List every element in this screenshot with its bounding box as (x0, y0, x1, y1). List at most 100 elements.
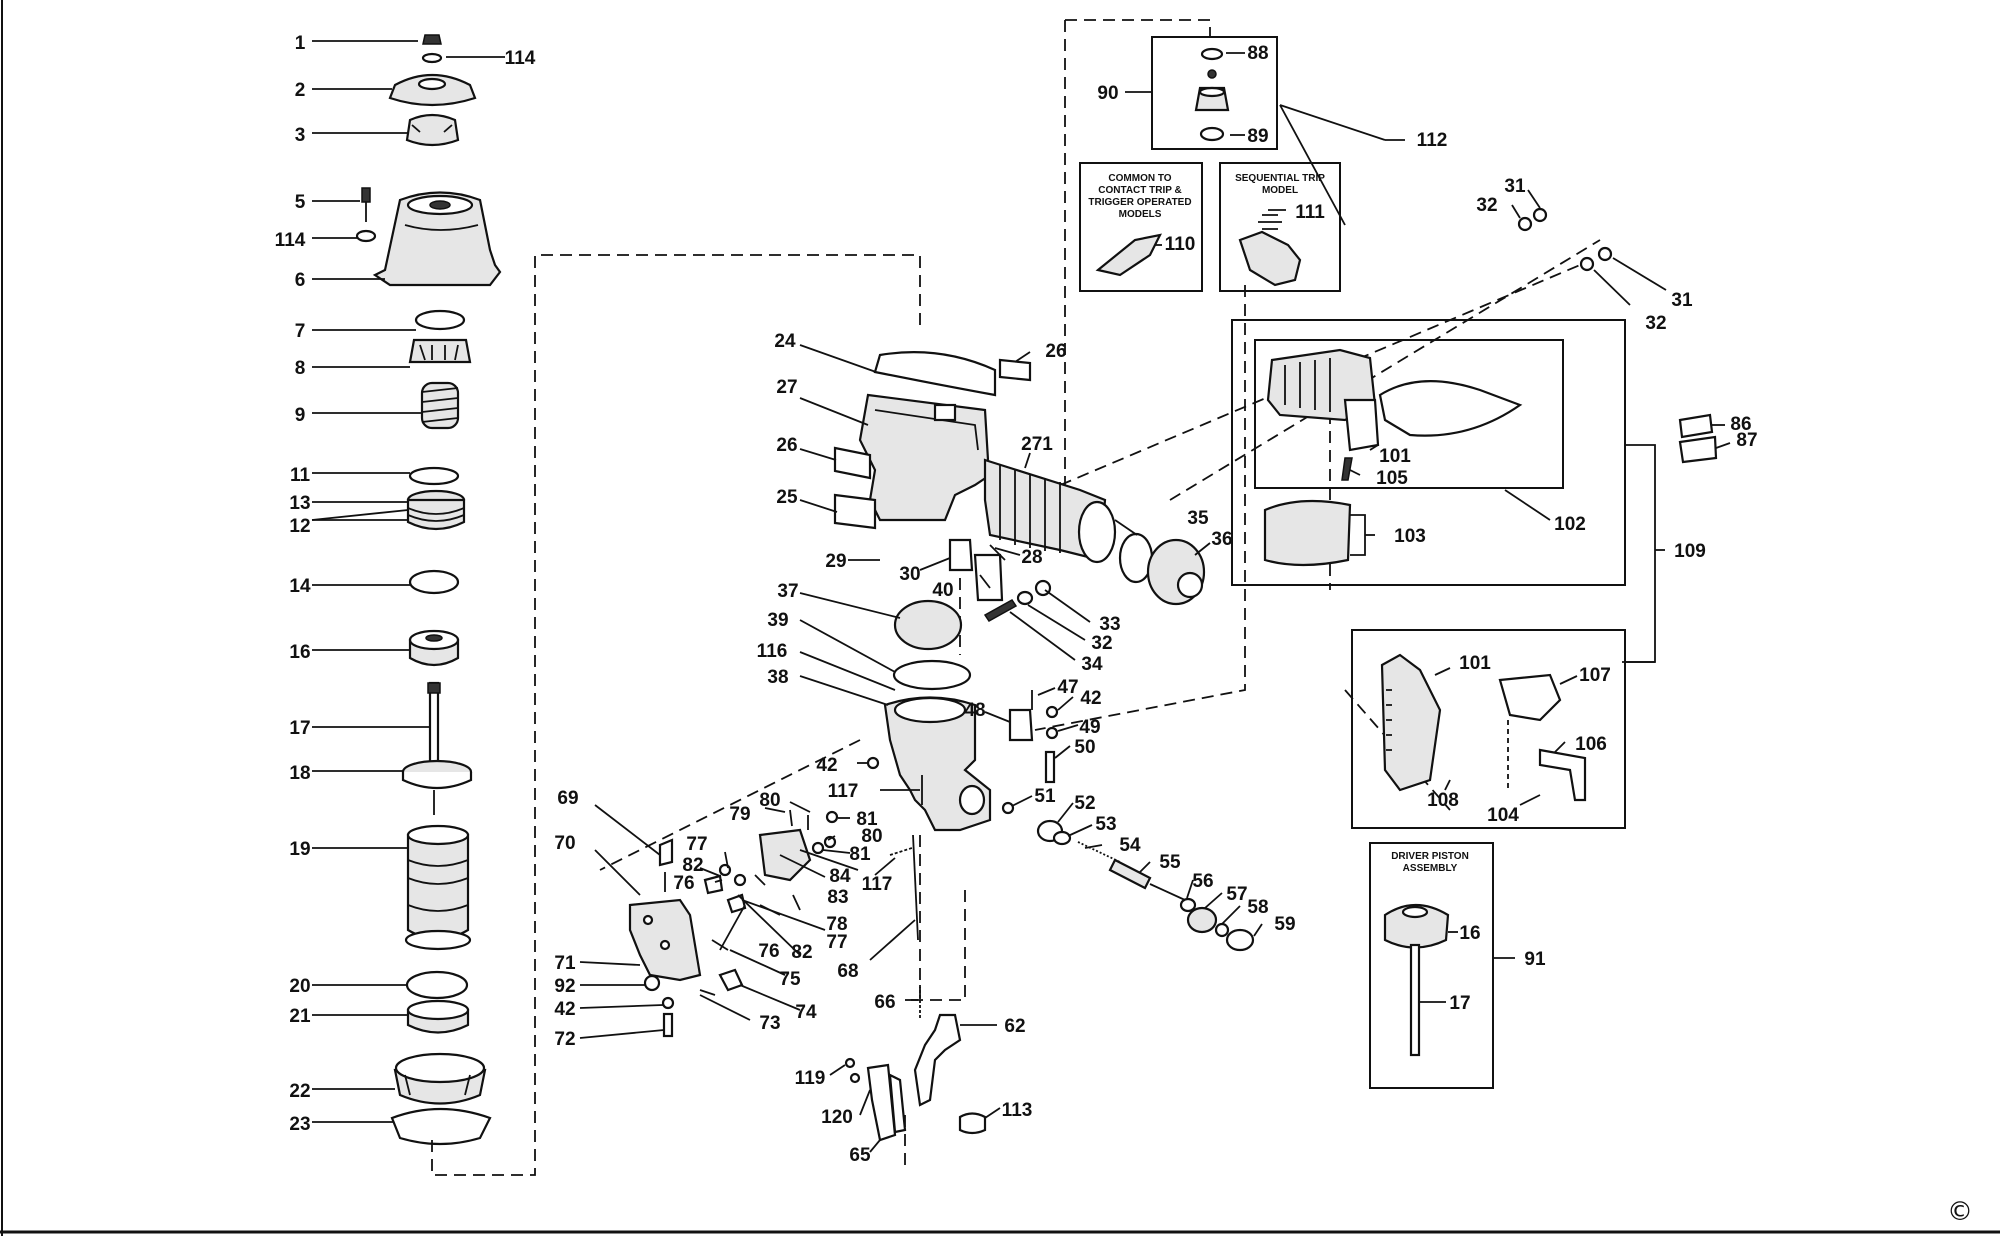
label-24: 24 (774, 331, 796, 352)
label-1: 1 (295, 33, 306, 54)
label-2: 2 (295, 80, 306, 101)
label-72: 72 (554, 1029, 575, 1050)
note-seq-1: SEQUENTIAL TRIP (1235, 173, 1325, 184)
label-110: 110 (1165, 234, 1196, 255)
label-53: 53 (1095, 814, 1116, 835)
label-76b: 76 (758, 941, 779, 962)
label-42a: 42 (1080, 688, 1101, 709)
note-driver-2: ASSEMBLY (1403, 863, 1458, 874)
label-38: 38 (767, 667, 788, 688)
label-9: 9 (295, 405, 306, 426)
label-106: 106 (1575, 734, 1607, 755)
label-50: 50 (1074, 737, 1095, 758)
note-common-1: COMMON TO (1108, 173, 1171, 184)
label-47: 47 (1057, 677, 1078, 698)
label-58: 58 (1247, 897, 1268, 918)
label-55: 55 (1159, 852, 1181, 873)
label-101b: 101 (1459, 653, 1491, 674)
main-leader-lines (579, 344, 1263, 1153)
label-87: 87 (1736, 430, 1757, 451)
label-101a: 101 (1379, 446, 1411, 467)
label-32c: 32 (1645, 313, 1666, 334)
label-69: 69 (557, 788, 578, 809)
label-105: 105 (1376, 468, 1408, 489)
label-52: 52 (1074, 793, 1095, 814)
label-17b: 17 (1449, 993, 1470, 1014)
label-31b: 31 (1671, 290, 1693, 311)
label-14: 14 (289, 576, 311, 597)
label-109: 109 (1674, 541, 1706, 562)
label-117a: 117 (828, 781, 859, 802)
note-common-3: TRIGGER OPERATED (1088, 197, 1191, 208)
label-27: 27 (776, 377, 797, 398)
pusher-box (1351, 629, 1655, 829)
label-54: 54 (1119, 835, 1141, 856)
label-16b: 16 (1459, 923, 1480, 944)
left-column-parts (355, 34, 502, 1146)
label-11: 11 (290, 465, 311, 486)
label-104: 104 (1487, 805, 1519, 826)
label-48: 48 (964, 700, 985, 721)
label-80a: 80 (759, 790, 780, 811)
label-92: 92 (554, 976, 575, 997)
label-79: 79 (729, 804, 750, 825)
left-leader-lines (311, 40, 505, 1123)
valve-kit-box (1079, 36, 1405, 292)
part-labels: 1 114 2 3 5 114 6 7 8 9 11 13 12 14 16 1… (275, 33, 1758, 1166)
label-7: 7 (295, 321, 306, 342)
copyright-mark: © (1947, 1197, 1973, 1227)
label-102: 102 (1554, 514, 1586, 535)
label-82b: 82 (791, 942, 812, 963)
label-89: 89 (1247, 126, 1268, 147)
label-56: 56 (1192, 871, 1213, 892)
label-19: 19 (289, 839, 310, 860)
label-33: 33 (1099, 614, 1120, 635)
label-77b: 77 (826, 932, 847, 953)
label-65: 65 (849, 1145, 871, 1166)
label-84: 84 (829, 866, 851, 887)
label-73: 73 (759, 1013, 780, 1034)
label-117b: 117 (862, 874, 893, 895)
label-71: 71 (554, 953, 576, 974)
label-6: 6 (295, 270, 306, 291)
magazine-box (1231, 189, 1731, 663)
label-81b: 81 (849, 844, 871, 865)
label-86: 86 (1730, 414, 1751, 435)
label-18: 18 (289, 763, 310, 784)
label-120: 120 (821, 1107, 853, 1128)
label-26a: 26 (1045, 341, 1066, 362)
label-119: 119 (795, 1068, 826, 1089)
label-32a: 32 (1091, 633, 1112, 654)
label-107: 107 (1579, 665, 1611, 686)
label-16: 16 (289, 642, 310, 663)
label-36: 36 (1211, 529, 1232, 550)
label-12: 12 (289, 516, 310, 537)
label-5: 5 (295, 192, 306, 213)
label-30: 30 (899, 564, 920, 585)
note-common-4: MODELS (1119, 209, 1162, 220)
label-32b: 32 (1476, 195, 1497, 216)
label-8: 8 (295, 358, 306, 379)
label-34: 34 (1081, 654, 1103, 675)
label-13: 13 (289, 493, 310, 514)
label-91: 91 (1524, 949, 1546, 970)
label-113: 113 (1002, 1100, 1033, 1121)
label-39: 39 (767, 610, 788, 631)
label-83: 83 (827, 887, 848, 908)
label-31a: 31 (1504, 176, 1526, 197)
label-108: 108 (1427, 790, 1459, 811)
label-116: 116 (757, 641, 788, 662)
label-76a: 76 (673, 873, 694, 894)
label-271: 271 (1021, 434, 1053, 455)
label-29: 29 (825, 551, 846, 572)
label-59: 59 (1274, 914, 1295, 935)
note-common-2: CONTACT TRIP & (1098, 185, 1182, 196)
label-111: 111 (1295, 202, 1325, 223)
label-28: 28 (1021, 547, 1042, 568)
driver-piston-box (1369, 842, 1515, 1089)
trigger-assembly-parts (628, 809, 987, 1142)
note-driver-1: DRIVER PISTON (1391, 851, 1469, 862)
label-21: 21 (289, 1006, 311, 1027)
label-23: 23 (289, 1114, 310, 1135)
